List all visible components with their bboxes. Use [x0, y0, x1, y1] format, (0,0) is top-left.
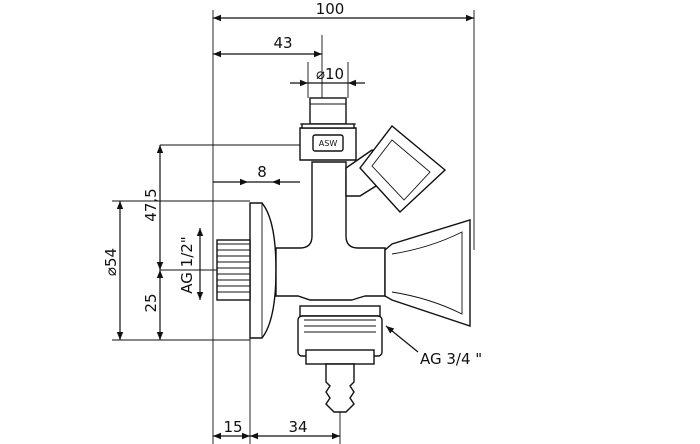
dim-axis-to-stem: 43 — [273, 34, 292, 52]
extension-lines — [112, 10, 475, 444]
dim-stem-diameter: ⌀10 — [316, 65, 344, 83]
dim-offset-right: 34 — [288, 418, 307, 436]
dimension-labels: 100 43 ⌀10 8 47,5 ⌀54 25 AG 1/2" 15 34 A… — [102, 0, 482, 436]
filter-cap — [359, 124, 447, 213]
stem-upper — [309, 97, 347, 125]
dim-overall-width: 100 — [316, 0, 345, 18]
dim-flange-diameter: ⌀54 — [102, 248, 120, 276]
inlet-thread-lines — [217, 243, 250, 293]
central-body — [275, 161, 386, 301]
inlet-thread — [216, 239, 251, 301]
dim-offset-left: 15 — [223, 418, 242, 436]
dim-height-lower: 25 — [142, 293, 160, 312]
handwheel — [384, 219, 471, 327]
dim-height-upper: 47,5 — [142, 188, 160, 221]
asw-stamp-box — [312, 134, 344, 152]
outlet-ring — [305, 349, 375, 365]
dim-inlet-thread: AG 1/2" — [178, 236, 196, 293]
outlet-nut — [299, 305, 381, 317]
dimension-lines — [116, 14, 474, 440]
hose-tail — [325, 363, 355, 413]
wall-rosette — [249, 202, 277, 339]
valve-body: ASW — [216, 97, 471, 413]
dim-thread-length: 8 — [257, 163, 267, 181]
outlet-thread-label: AG 3/4 " — [420, 350, 482, 368]
asw-stamp-text: ASW — [319, 139, 338, 148]
